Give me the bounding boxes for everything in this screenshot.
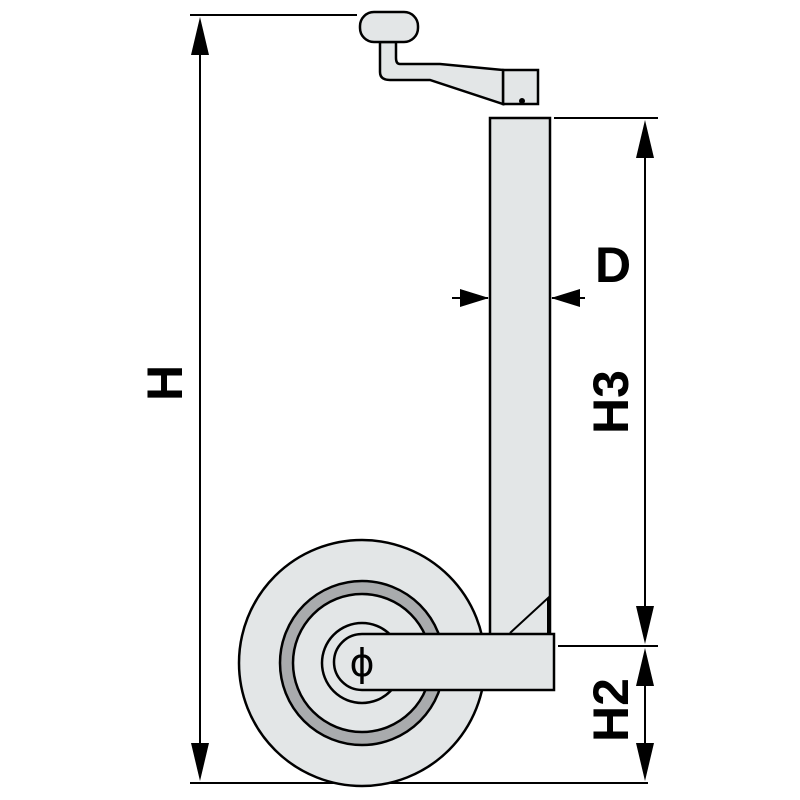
support-tube [488, 116, 552, 638]
crank-knob [358, 10, 420, 44]
arrowhead-h3-bottom [636, 606, 654, 644]
label-d: D [595, 237, 631, 293]
arrowhead-d-left [460, 289, 489, 307]
dimension-h [190, 14, 648, 784]
crank-handle [358, 10, 540, 106]
arrowhead-h2-top [636, 648, 654, 686]
label-h: H [137, 365, 193, 401]
wheel-diameter-symbol: ϕ [349, 641, 374, 685]
arrowhead-h3-top [636, 120, 654, 158]
label-h2: H2 [583, 678, 639, 742]
arrowhead-h-top [191, 17, 209, 55]
arrowhead-d-right [551, 289, 580, 307]
crank-arm [378, 40, 505, 106]
arrowhead-h-bottom [191, 743, 209, 781]
label-h3: H3 [583, 370, 639, 434]
crank-pin [519, 98, 525, 104]
fork-bracket [509, 595, 549, 634]
arrowhead-h2-bottom [636, 743, 654, 781]
wheel-fork-arm [332, 632, 556, 692]
